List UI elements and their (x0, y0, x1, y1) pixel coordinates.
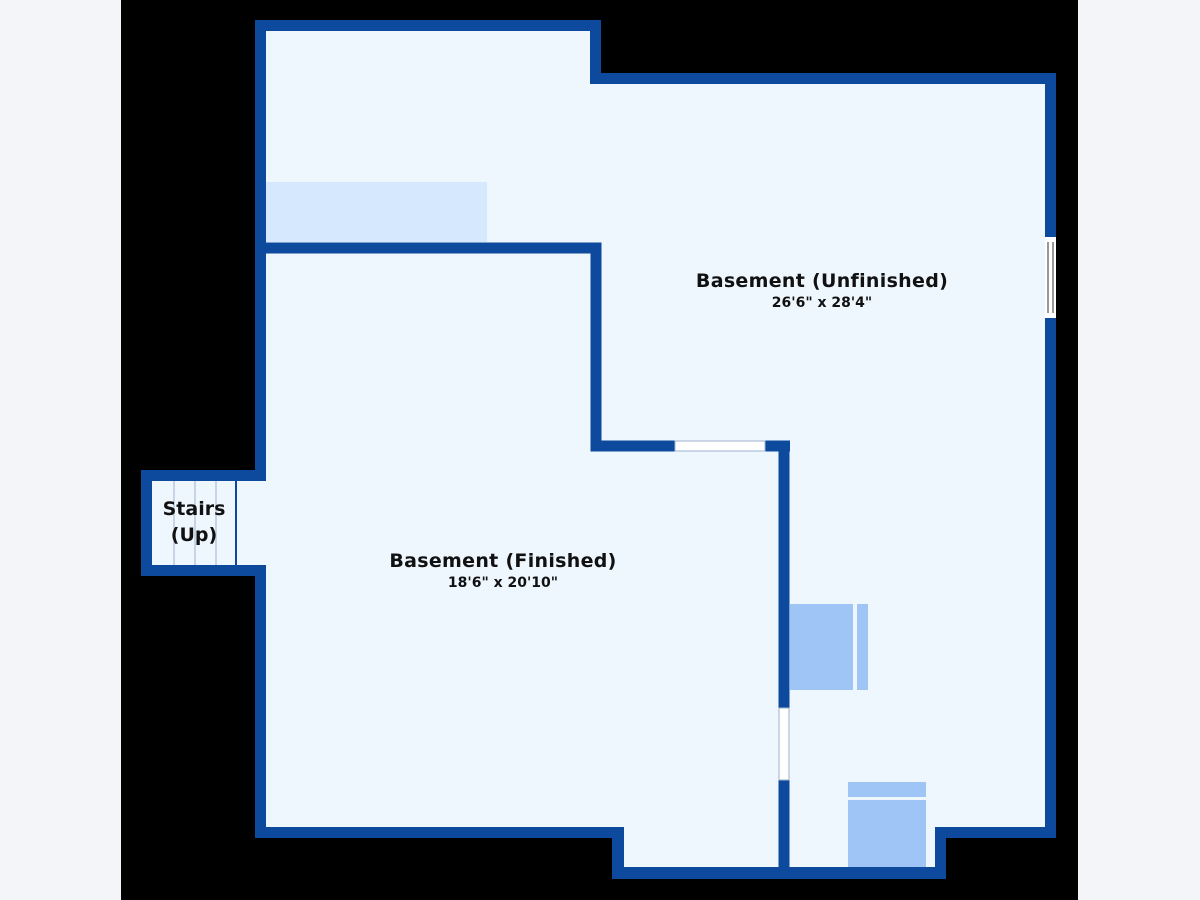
stairs-label-line1: Stairs (162, 498, 226, 520)
doorway-opening[interactable] (674, 440, 766, 452)
room-name: Basement (Unfinished) (695, 270, 949, 292)
room-dimensions: 18'6" x 20'10" (447, 575, 559, 591)
stairs-label-line2: (Up) (170, 524, 218, 546)
room-label-unfinished: Basement (Unfinished) 26'6" x 28'4" (696, 270, 948, 311)
stairs-treads (173, 481, 217, 565)
appliance-washer-dryer (790, 604, 868, 690)
room-name: Basement (Finished) (389, 550, 617, 572)
doorway-opening[interactable] (778, 707, 790, 781)
window (1045, 237, 1056, 318)
storage-area (266, 182, 487, 242)
room-label-finished: Basement (Finished) 18'6" x 20'10" (389, 550, 616, 591)
appliance-furnace (848, 782, 926, 867)
room-dimensions: 26'6" x 28'4" (771, 295, 873, 311)
stairs-label: Stairs (Up) (163, 496, 226, 548)
